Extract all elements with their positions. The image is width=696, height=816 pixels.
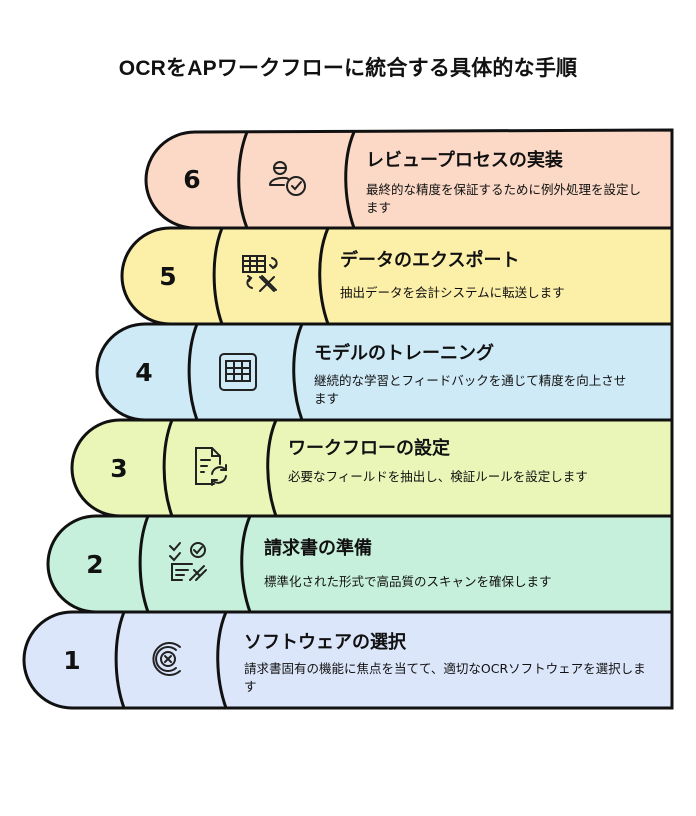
step-2-description: 標準化された形式で高品質のスキャンを確保します	[264, 574, 552, 589]
step-2-band	[46, 514, 674, 614]
table-export-icon	[240, 252, 284, 296]
document-refresh-icon	[190, 444, 234, 488]
step-6-title: レビュープロセスの実装	[366, 150, 563, 171]
step-2-number: 2	[86, 550, 104, 579]
step-3-title: ワークフローの設定	[288, 438, 450, 459]
step-4-title: モデルのトレーニング	[314, 343, 494, 364]
step-6-band	[144, 128, 674, 230]
step-2-title: 請求書の準備	[264, 538, 372, 559]
user-check-icon	[266, 158, 310, 202]
step-6-description: 最終的な精度を保証するために例外処理を設定します	[366, 182, 642, 215]
step-5-number: 5	[159, 262, 177, 291]
page-title: OCRをAPワークフローに統合する具体的な手順	[118, 57, 578, 80]
step-3-number: 3	[110, 454, 128, 483]
grid-icon	[216, 350, 260, 394]
step-3-description: 必要なフィールドを抽出し、検証ルールを設定します	[288, 469, 588, 484]
step-5-band	[120, 226, 674, 326]
step-6-number: 6	[183, 165, 201, 194]
step-4-description: 継続的な学習とフィードバックを通じて精度を向上させます	[314, 373, 627, 406]
step-1-title: ソフトウェアの選択	[244, 632, 406, 653]
checklist-icon	[166, 540, 210, 584]
circle-x-icon	[144, 637, 188, 681]
step-1-band	[22, 610, 674, 710]
step-5-description: 抽出データを会計システムに転送します	[340, 285, 565, 300]
step-5-title: データのエクスポート	[340, 250, 520, 271]
step-1-description: 請求書固有の機能に焦点を当てて、適切なOCRソフトウェアを選択します	[244, 661, 646, 694]
step-4-number: 4	[135, 358, 153, 387]
step-1-number: 1	[63, 646, 81, 675]
